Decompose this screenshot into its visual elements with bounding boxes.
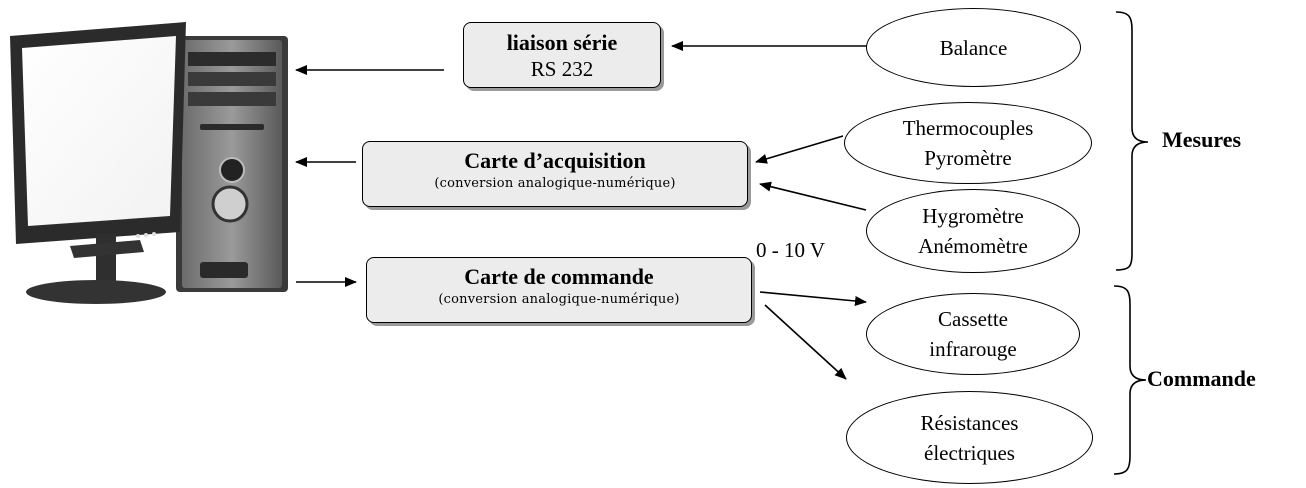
oval-balance-line1: Balance [939,35,1008,60]
oval-cassette-line2: infrarouge [929,337,1017,361]
voltage-label: 0 - 10 V [756,238,826,262]
oval-cassette: Cassette infrarouge [866,293,1080,375]
serial-link-subtitle: RS 232 [530,57,594,81]
oval-thermocouples-line1: Thermocouples [902,116,1034,140]
oval-resistances-line1: Résistances [920,410,1019,435]
oval-balance: Balance [866,8,1081,87]
computer-tower-icon [176,36,288,292]
command-card-title: Carte de commande [464,264,654,289]
acquisition-card-box: Carte d’acquisition (conversion analogiq… [362,141,748,207]
brace-mesures [1115,11,1149,271]
group-label-mesures: Mesures [1162,127,1242,152]
arrow-thermo-to-acquisition [755,135,844,164]
command-card-subtitle: (conversion analogique-numérique) [438,292,680,307]
oval-thermocouples: Thermocouples Pyromètre [844,102,1092,184]
arrow-command-to-resistances [764,304,847,380]
oval-hygrometre-line1: Hygromètre [922,204,1024,228]
command-card-box: Carte de commande (conversion analogique… [366,257,752,323]
computer-illustration [10,22,288,304]
arrow-command-to-cassette [759,291,867,306]
serial-link-title: liaison série [506,30,618,55]
acquisition-card-subtitle: (conversion analogique-numérique) [434,176,676,191]
serial-link-box: liaison série RS 232 [463,22,661,88]
computer-monitor-icon [10,22,186,304]
brace-commande [1113,285,1147,475]
oval-cassette-line1: Cassette [938,307,1008,331]
acquisition-card-title: Carte d’acquisition [464,148,646,173]
group-label-commande: Commande [1147,366,1256,391]
oval-thermocouples-line2: Pyromètre [924,146,1012,170]
oval-resistances: Résistances électriques [846,391,1093,484]
arrow-hygro-to-acquisition [759,181,867,211]
oval-resistances-line2: électriques [924,440,1015,465]
oval-hygrometre-line2: Anémomètre [918,234,1028,258]
oval-hygrometre: Hygromètre Anémomètre [866,189,1080,273]
